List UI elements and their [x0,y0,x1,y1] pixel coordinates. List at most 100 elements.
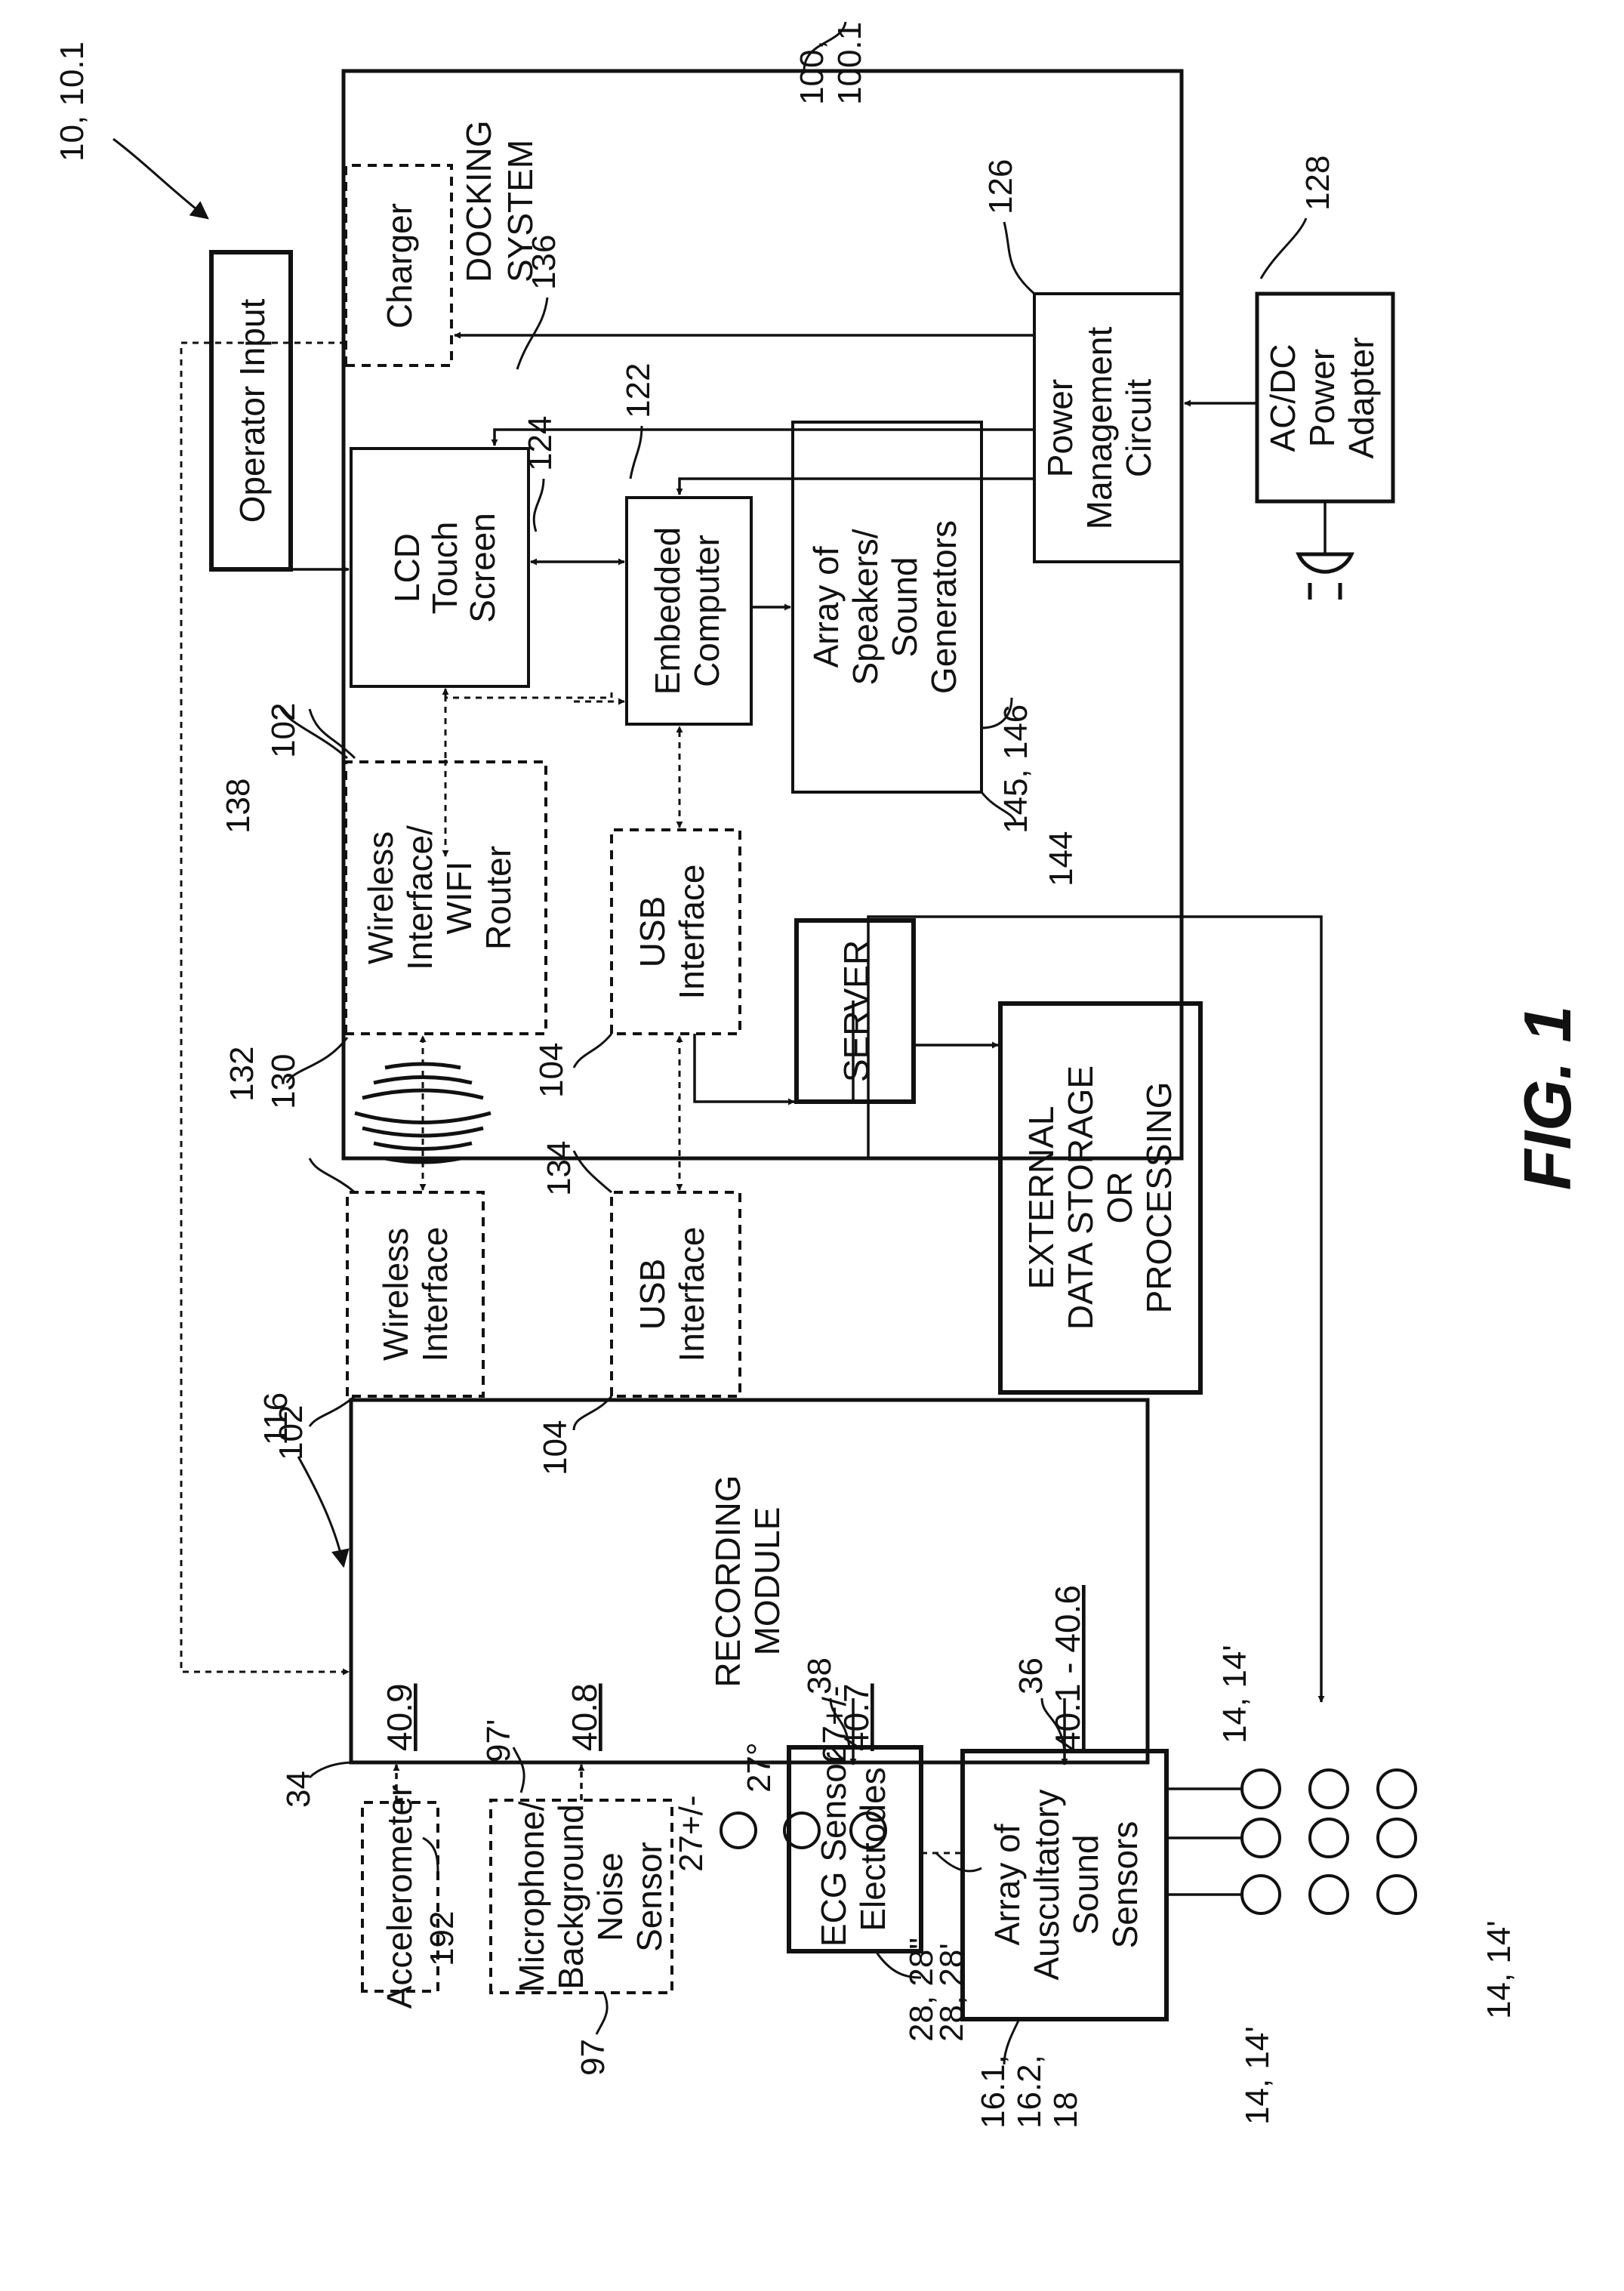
speakers-ref-a: 145, 146 [997,705,1034,834]
power-mgmt-label-line: Power [1040,379,1080,477]
sensor-ref: 14, 14' [1239,2026,1276,2125]
ecg-electrode [721,1813,756,1848]
auscultatory-ref-line: 16.1, [975,2055,1012,2129]
speakers-ref-b: 144 [1043,831,1080,886]
auscultatory-label-line: Sensors [1105,1821,1145,1949]
recording-ref-arrow [298,1457,344,1566]
lcd-label-line: Touch [425,522,464,615]
router-ref-c: 102 [265,703,302,758]
recording-edge-ref: 34 [280,1771,317,1808]
power-mgmt-ref: 126 [982,159,1019,214]
speakers-label-line: Generators [924,520,963,694]
system-ref-arrow [113,139,208,218]
computer-ref: 122 [620,363,657,418]
microphone-label-line: Sensor [630,1842,669,1952]
computer-label-line: Computer [687,535,726,687]
router-label-line: Router [479,846,518,950]
usb-rec-label-line: USB [633,1259,672,1331]
external-label-line: EXTERNAL [1022,1106,1061,1290]
recording-title: RECORDING MODULE [708,1475,787,1687]
lcd-label: LCD Touch Screen [387,513,502,623]
ecg-electrode-ref: 27+/- [816,1685,853,1762]
server-label: SERVER [837,940,876,1082]
external-label-line: DATA STORAGE [1061,1065,1100,1330]
usb-dock-label-line: USB [633,896,672,968]
ecg-label-line: ECG Sensor [814,1752,853,1947]
computer-label-line: Embedded [648,527,687,695]
docking-ref-line: 100.1 [831,22,868,105]
wireless-rec-label-line: Wireless [376,1228,415,1361]
auscultatory-label: Array of Auscultatory Sound Sensors [988,1789,1145,1980]
usb-dock-label-line: Interface [672,865,711,1000]
channel-label: 40.1 - 40.6 [1048,1585,1087,1751]
ecg-electrode-ref: 27° [741,1742,778,1793]
sensor-ref: 14, 14' [1216,1645,1253,1744]
microphone-ref-b: 97' [480,1719,517,1762]
speakers-label-line: Array of [806,546,846,668]
external-label-line: PROCESSING [1139,1082,1179,1314]
lcd-label-line: Screen [463,513,502,623]
auscultatory-ref-link: 36 [1012,1657,1049,1694]
leader-lines [279,22,1306,2064]
power-mgmt-label-line: Management [1080,327,1119,530]
auscultatory-ref-pair: 28, 28' [933,1943,970,2042]
auscultatory-sensor-array [1242,1770,1416,1913]
microphone-label-line: Noise [590,1852,630,1941]
router-label-line: WIFI [439,861,479,934]
speakers-label-line: Sound [885,557,924,657]
charger-accel-dashed [181,343,349,1672]
speakers-label: Array of Speakers/ Sound Generators [806,520,963,694]
microphone-label: Microphone/ Background Noise Sensor [512,1801,669,1992]
auscultatory-ref-line: 16.2, [1011,2055,1048,2129]
system-ref: 10, 10.1 [54,42,91,162]
operator-input-label: Operator Input [233,298,272,523]
ecg-electrode-ref: 27+/- [673,1795,710,1872]
speakers-label-line: Speakers/ [846,529,885,685]
wireless-waves-icon [355,1064,491,1162]
usb-dock-label: USB Interface [633,865,711,1000]
auscultatory-ref-a: 16.1, 16.2, 18 [975,2055,1084,2129]
router-label-line: Interface/ [400,825,439,970]
microphone-ref-a: 97 [575,2039,612,2076]
auscultatory-label-line: Array of [988,1824,1027,1945]
docking-ref-line: 100, [794,40,830,105]
adapter-label-line: Adapter [1342,337,1381,458]
ecg-label-line: Electrodes [853,1767,892,1931]
external-label-line: OR [1100,1172,1139,1224]
router-label: Wireless Interface/ WIFI Router [361,825,518,970]
microphone-label-line: Microphone/ [512,1801,551,1992]
computer-label: Embedded Computer [648,527,726,695]
sensor-arrows [396,1747,853,1802]
auscultatory-label-line: Auscultatory [1027,1789,1066,1980]
wireless-rec-label-line: Interface [415,1227,455,1362]
router-label-line: Wireless [361,831,400,964]
microphone-label-line: Background [551,1804,590,1990]
power-plug-icon [1299,554,1351,600]
auscultatory-ref-line: 18 [1047,2092,1084,2129]
usb-rec-label-line: Interface [672,1227,711,1362]
adapter-label-line: Power [1302,349,1342,447]
charger-label: Charger [380,203,419,328]
ecg-label: ECG Sensor Electrodes [814,1752,892,1947]
sensor-ref: 14, 14' [1481,1920,1518,2019]
router-ref-b: 138 [220,779,257,834]
usb-rec-label: USB Interface [633,1227,711,1362]
docking-ref: 100, 100.1 [794,22,868,105]
power-mgmt-label: Power Management Circuit [1040,327,1158,530]
usb-rec-ref: 104 [537,1420,574,1475]
channel-label: 40.9 [380,1683,419,1751]
adapter-label: AC/DC Power Adapter [1263,337,1381,458]
wireless-rec-label: Wireless Interface [376,1227,455,1362]
auscultatory-label-line: Sound [1066,1834,1105,1935]
power-mgmt-label-line: Circuit [1119,379,1158,478]
lcd-label-line: LCD [387,533,427,603]
router-ref-a: 130 [265,1054,302,1109]
recording-ref: 116 [257,1392,294,1445]
adapter-ref: 128 [1299,156,1336,211]
recording-title-line: RECORDING [708,1475,747,1687]
channel-label: 40.8 [565,1683,604,1751]
lcd-ref: 124 [522,416,559,471]
